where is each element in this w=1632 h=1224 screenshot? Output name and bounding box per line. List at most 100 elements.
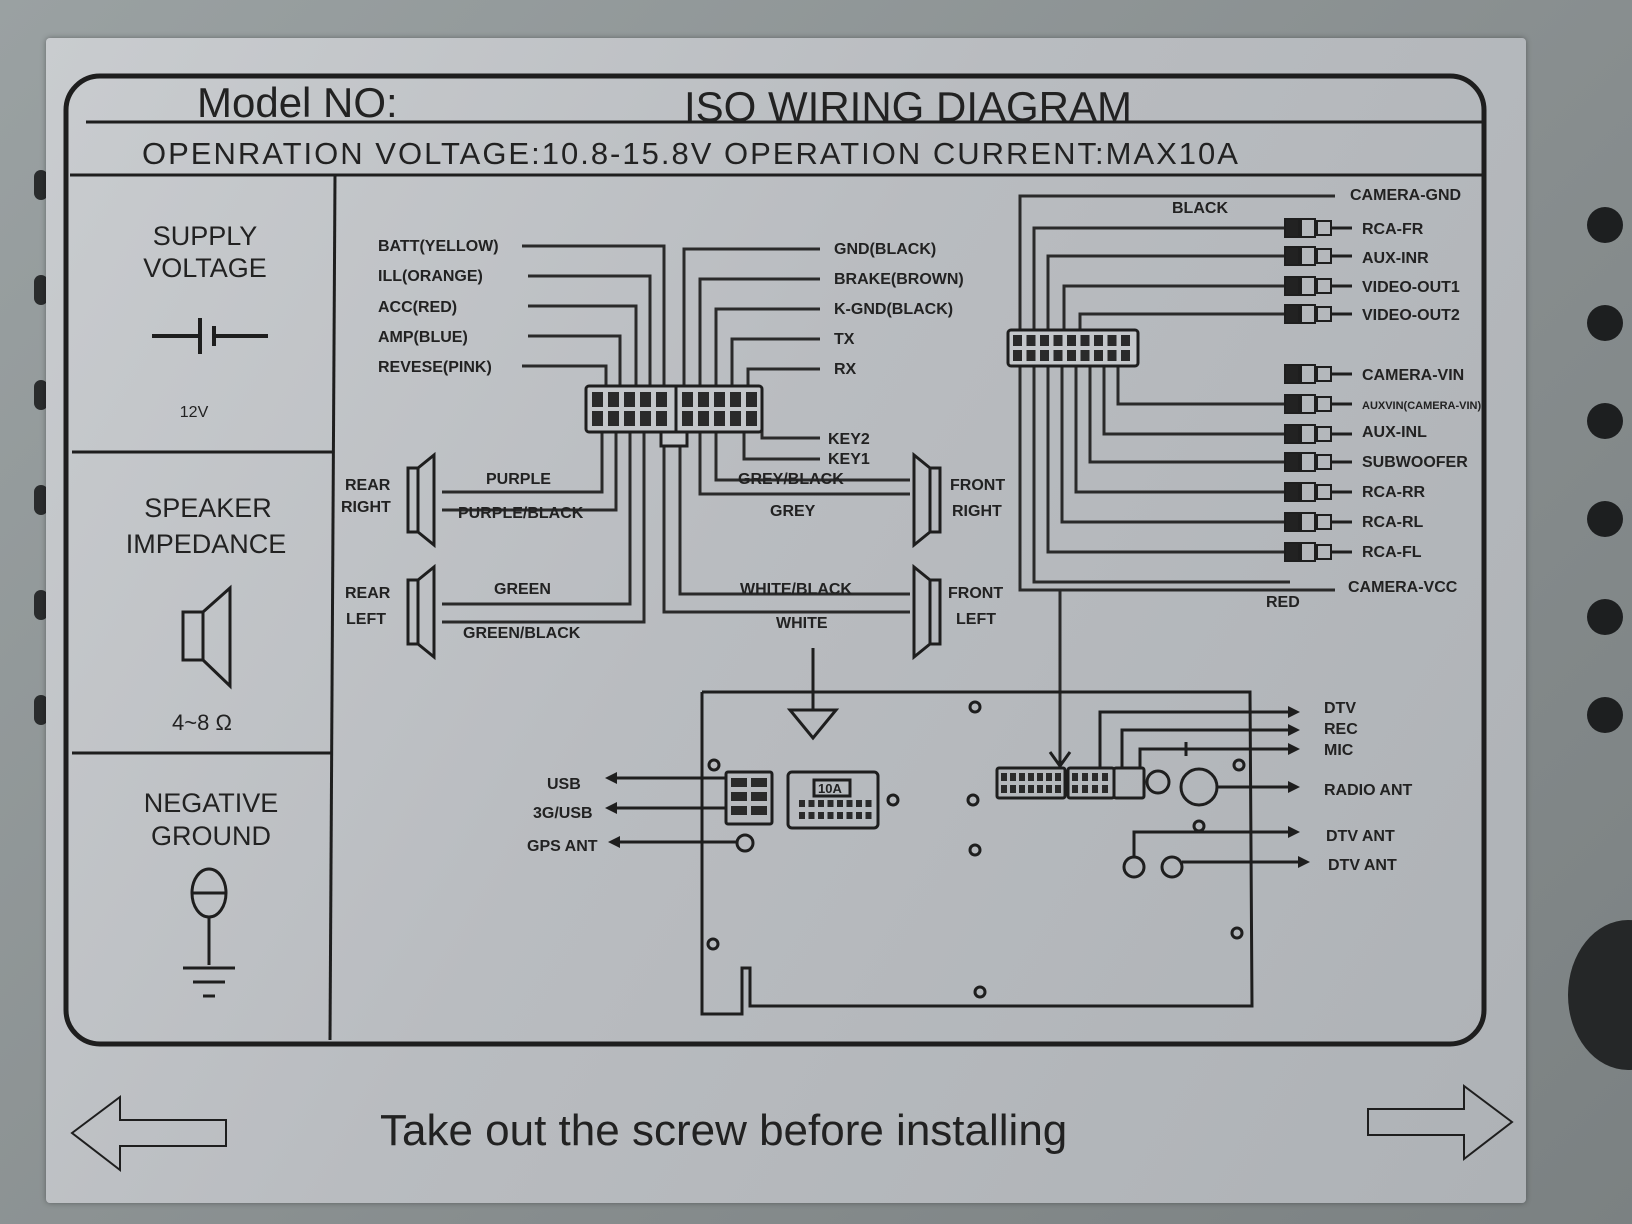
panel-connector-pins xyxy=(731,773,1108,819)
rca-plug xyxy=(1316,220,1332,236)
rca-plug xyxy=(1316,426,1332,442)
connector-pin xyxy=(731,792,747,801)
connector-pin xyxy=(1053,350,1063,361)
rca-label: RCA-FR xyxy=(1362,221,1424,238)
connector-pin xyxy=(1092,773,1098,781)
rca-plug xyxy=(1316,484,1332,500)
connector-pin xyxy=(808,800,815,807)
rca-plug xyxy=(1300,482,1316,502)
iso-wire-label: BRAKE(BROWN) xyxy=(834,271,964,288)
connector-pin xyxy=(1040,335,1049,346)
connector-pin xyxy=(818,800,824,807)
port-label: DTV ANT xyxy=(1326,828,1395,845)
rca-plug xyxy=(1284,364,1300,384)
wire-color-label: GREEN/BLACK xyxy=(463,625,581,642)
connector-pin xyxy=(865,812,872,819)
connector-pin xyxy=(1019,773,1025,781)
rca-plug xyxy=(1316,514,1332,530)
connector-pin xyxy=(746,411,757,426)
rca-label: RCA-RR xyxy=(1362,484,1426,501)
model-label: Model NO: xyxy=(197,79,398,126)
rca-plug xyxy=(1300,512,1316,532)
connector-pin xyxy=(1010,785,1016,793)
speaker-label: LEFT xyxy=(346,611,386,628)
connector-pin xyxy=(751,806,767,815)
rca-plug xyxy=(1284,424,1300,444)
rca-label: VIDEO-OUT1 xyxy=(1362,279,1460,296)
supply-voltage-label: SUPPLY xyxy=(153,221,258,251)
speaker-rear-left xyxy=(406,563,436,661)
rca-label: SUBWOOFER xyxy=(1362,454,1468,471)
connector-pin xyxy=(799,800,805,807)
rca-label: RCA-FL xyxy=(1362,544,1422,561)
connector-pin xyxy=(624,411,635,426)
connector-pin xyxy=(1121,350,1130,361)
rca-label: AUX-INL xyxy=(1362,424,1427,441)
case-dot xyxy=(34,590,48,620)
port-label: DTV ANT xyxy=(1328,857,1397,874)
rca-plug xyxy=(1316,306,1332,322)
port-label: REC xyxy=(1324,721,1358,738)
connector-pin xyxy=(1082,785,1088,793)
battery-icon xyxy=(152,318,268,354)
rca-label: CAMERA-GND xyxy=(1350,187,1461,204)
rca-plug xyxy=(1284,394,1300,414)
port-label: MIC xyxy=(1324,742,1354,759)
connector-pin xyxy=(751,792,767,801)
rca-plug xyxy=(1316,544,1332,560)
rca-label: RCA-RL xyxy=(1362,514,1424,531)
iso-wire-label: BATT(YELLOW) xyxy=(378,238,499,255)
case-dot xyxy=(34,380,48,410)
impedance-value: 4~8 Ω xyxy=(172,710,232,735)
iso-wire-label: ILL(ORANGE) xyxy=(378,268,483,285)
rca-plug xyxy=(1300,394,1316,414)
case-hole xyxy=(1587,599,1623,635)
wire-color-label: BLACK xyxy=(1172,200,1228,217)
rca-plug xyxy=(1300,424,1316,444)
speaker-label: FRONT xyxy=(950,477,1005,494)
connector-pin xyxy=(624,392,635,407)
connector-pin xyxy=(1067,335,1076,346)
connector-pin xyxy=(1055,785,1061,793)
wire-color-label: RED xyxy=(1266,594,1300,611)
connector-pin xyxy=(1001,785,1007,793)
speaker-front-left xyxy=(912,563,942,661)
connector-pin xyxy=(656,392,667,407)
connector-pin xyxy=(1094,350,1103,361)
iso-wire-label: TX xyxy=(834,331,855,348)
arrowheads xyxy=(605,706,1310,868)
connector-pin xyxy=(808,812,815,819)
back-panel xyxy=(615,648,1300,1016)
rca-plug xyxy=(1284,304,1300,324)
wire-color-label: GREEN xyxy=(494,581,551,598)
connector-pin xyxy=(1013,335,1022,346)
connector-pin xyxy=(1037,785,1043,793)
rca-plug xyxy=(1300,218,1316,238)
port-label: GPS ANT xyxy=(527,838,598,855)
connector-pin xyxy=(698,411,709,426)
case-hole xyxy=(1587,403,1623,439)
iso-wire-label: K-GND(BLACK) xyxy=(834,301,953,318)
connector-pin xyxy=(799,812,805,819)
key-label: KEY1 xyxy=(828,451,870,468)
rca-label: CAMERA-VCC xyxy=(1348,579,1458,596)
iso-wire-label: ACC(RED) xyxy=(378,299,457,316)
connector-pin xyxy=(827,800,834,807)
connector-pin xyxy=(1092,785,1098,793)
case-dot xyxy=(34,275,48,305)
connector-pin xyxy=(682,392,693,407)
iso-connector-pins xyxy=(592,392,757,426)
diagram-frame xyxy=(63,73,1487,1047)
connector-pin xyxy=(827,812,834,819)
connector-pin xyxy=(837,800,843,807)
rca-plug xyxy=(1316,278,1332,294)
connector-pin xyxy=(656,411,667,426)
rca-label: CAMERA-VIN xyxy=(1362,367,1464,384)
speaker-label: REAR xyxy=(345,585,391,602)
connector-pin xyxy=(682,411,693,426)
speaker-rear-right xyxy=(406,451,436,549)
speaker-icon xyxy=(181,584,232,690)
arrow-left-icon xyxy=(70,1095,227,1173)
connector-pin xyxy=(1026,335,1036,346)
connector-pin xyxy=(1055,773,1061,781)
